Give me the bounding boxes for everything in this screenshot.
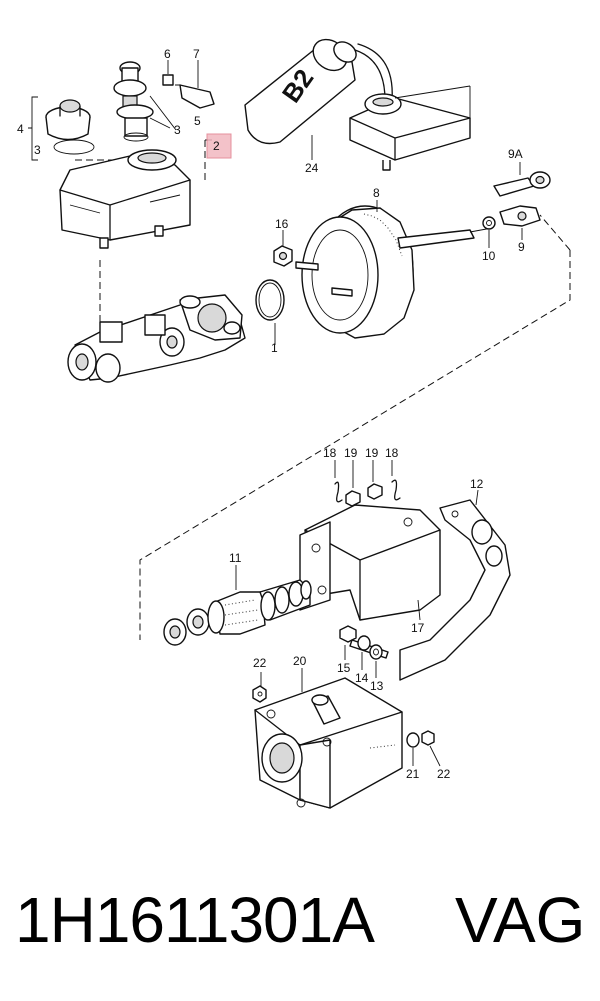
callout-5: 5 (194, 114, 201, 128)
callout-4: 4 (17, 122, 24, 136)
nut-16 (273, 230, 293, 267)
callout-11: 11 (229, 551, 242, 565)
callout-8: 8 (373, 186, 380, 200)
highlight-box (206, 133, 232, 159)
callout-3a: 3 (34, 143, 41, 157)
reservoir-cap (28, 96, 95, 161)
callout-7: 7 (193, 47, 200, 61)
brake-fluid-reservoir (59, 149, 191, 249)
mounting-bracket-17 (299, 504, 441, 621)
mounting-bracket-12 (399, 489, 511, 681)
callout-20: 20 (293, 654, 307, 668)
servo-housing (254, 668, 403, 809)
level-sender (113, 60, 215, 142)
reservoir-fill-view (349, 85, 471, 171)
master-cylinder (67, 294, 246, 383)
brand-name: VAG (455, 884, 586, 956)
callout-1: 1 (271, 341, 278, 355)
cylinder-seals (163, 565, 312, 646)
brake-booster (295, 200, 493, 339)
spring-clips-and-nuts (334, 460, 401, 507)
brake-fluid-bottle: B2 (244, 38, 393, 160)
callout-17: 17 (411, 621, 425, 635)
callout-15: 15 (337, 661, 351, 675)
callout-9a: 9A (508, 147, 523, 161)
callout-18a: 18 (323, 446, 337, 460)
callout-2: 2 (213, 139, 220, 153)
exploded-parts-diagram: B2 (17, 38, 571, 809)
seal-ring (255, 279, 285, 345)
callout-12: 12 (470, 477, 484, 491)
callout-18b: 18 (385, 446, 399, 460)
nut-washers-lower (252, 672, 441, 767)
callout-3b: 3 (174, 123, 181, 137)
callout-6: 6 (164, 47, 171, 61)
callout-19b: 19 (365, 446, 379, 460)
callout-22a: 22 (253, 656, 267, 670)
callout-13: 13 (370, 679, 384, 693)
callout-19a: 19 (344, 446, 358, 460)
callout-10: 10 (482, 249, 496, 263)
callout-16: 16 (275, 217, 289, 231)
clevis-assembly (482, 162, 551, 248)
callout-24: 24 (305, 161, 319, 175)
part-number: 1H1611301A (15, 884, 375, 956)
callout-14: 14 (355, 671, 369, 685)
callout-labels: 1 2 3 3 4 5 6 7 8 9 9A 10 11 12 13 14 15… (17, 47, 525, 781)
callout-9: 9 (518, 240, 525, 254)
callout-22b: 22 (437, 767, 451, 781)
bolt-and-washers (339, 625, 389, 678)
callout-21: 21 (406, 767, 420, 781)
